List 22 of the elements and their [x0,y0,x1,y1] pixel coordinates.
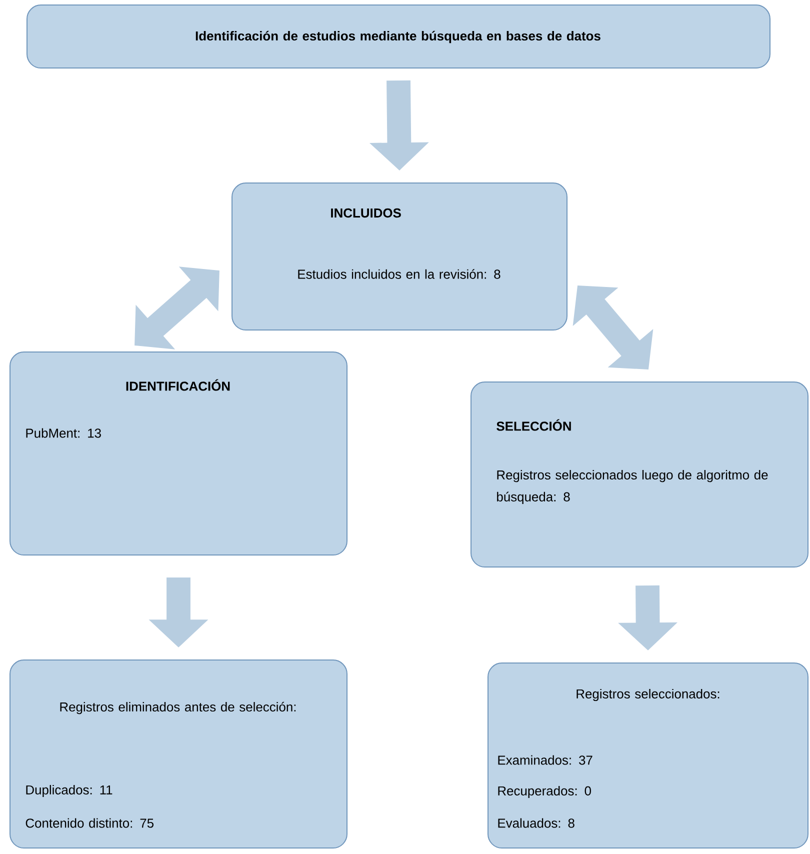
box-text: Estudios incluidos en la revisión: 8 [298,269,500,279]
process-box [470,382,808,568]
box-text: Duplicados: 11 [26,784,112,798]
process-box [26,4,770,68]
box-text: Registros seleccionados luego de algoritmo de búsqueda: 8 [497,470,768,504]
box-text: Examinados: 37 [498,755,592,765]
box-text: Registros eliminados antes de selección: [60,702,296,714]
box-text: Recuperados: 0 [498,786,591,798]
box-heading: Identificación de estudios mediante búsqueda en bases de datos [196,30,600,44]
block-arrow [134,266,220,350]
box-heading: IDENTIFICACIÓN [126,379,230,391]
box-heading: INCLUIDOS [331,208,401,218]
box-text: PubMent: 13 [26,428,101,438]
box-text: Contenido distinto: 75 [26,818,154,828]
box-text: Registros seleccionados: [576,688,720,702]
process-box [10,660,348,848]
block-arrow [572,286,654,370]
process-box [232,182,568,330]
box-text: Evaluados: 8 [498,818,574,828]
process-box [10,352,348,556]
box-heading: SELECCIÓN [496,419,571,431]
process-box [488,662,808,848]
